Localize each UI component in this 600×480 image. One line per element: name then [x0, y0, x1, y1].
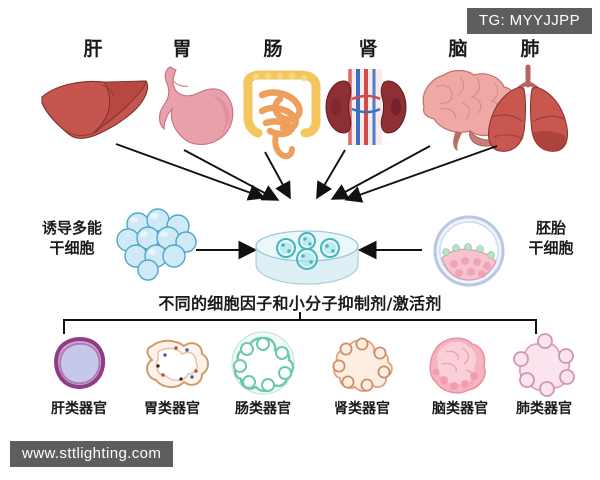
stomach-illustration: [158, 66, 234, 146]
organoid-label-intestine: 肠类器官: [235, 401, 291, 417]
organ-row: [41, 64, 569, 160]
organ-label-stomach: 胃: [172, 38, 192, 60]
liver-illustration: [41, 80, 149, 139]
lung-organoid-illustration: [513, 333, 575, 397]
differentiation-factors-text: 不同的细胞因子和小分子抑制剂/激活剂: [158, 294, 442, 313]
arrow-lung-to-dish: [344, 145, 498, 203]
organoid-label-stomach: 胃类器官: [144, 401, 200, 417]
arrow-brain-to-dish: [330, 145, 431, 200]
petri-dish-illustration: [255, 230, 359, 285]
organ-label-intestine: 肠: [263, 38, 283, 60]
organoid-label-liver: 肝类器官: [51, 401, 107, 417]
kidney-organoid-illustration: [332, 337, 393, 392]
organ-label-lung: 肺: [520, 38, 540, 60]
intestine-organoid-illustration: [231, 331, 295, 395]
organoid-bracket: [63, 312, 537, 334]
stomach-organoid-illustration: [146, 339, 209, 388]
arrow-intestine-to-dish: [264, 151, 291, 200]
esc-blastocyst-illustration: [433, 215, 505, 287]
esc-label: 胚胎 干细胞: [528, 219, 574, 258]
watermark-top-right: TG: MYYJJPP: [466, 8, 592, 34]
organ-label-brain: 脑: [448, 38, 468, 60]
intestine-illustration: [243, 70, 321, 160]
organoid-label-brain: 脑类器官: [432, 401, 488, 417]
ipsc-colony-illustration: [116, 208, 197, 281]
liver-organoid-illustration: [54, 337, 106, 389]
arrow-liver-to-dish: [115, 143, 266, 201]
organ-label-kidney: 肾: [358, 38, 378, 60]
arrow-kidney-to-dish: [316, 149, 346, 200]
arrow-stomach-to-dish: [183, 149, 280, 201]
lung-illustration: [487, 64, 569, 152]
organoid-row: [54, 331, 575, 397]
ipsc-label: 诱导多能 干细胞: [41, 219, 102, 258]
kidney-illustration: [325, 69, 407, 145]
organoid-label-kidney: 肾类器官: [334, 401, 390, 417]
watermark-bottom-left: www.sttlighting.com: [10, 441, 174, 467]
brain-organoid-illustration: [429, 337, 486, 394]
organoid-label-lung: 肺类器官: [516, 401, 572, 417]
organ-label-liver: 肝: [83, 38, 103, 60]
